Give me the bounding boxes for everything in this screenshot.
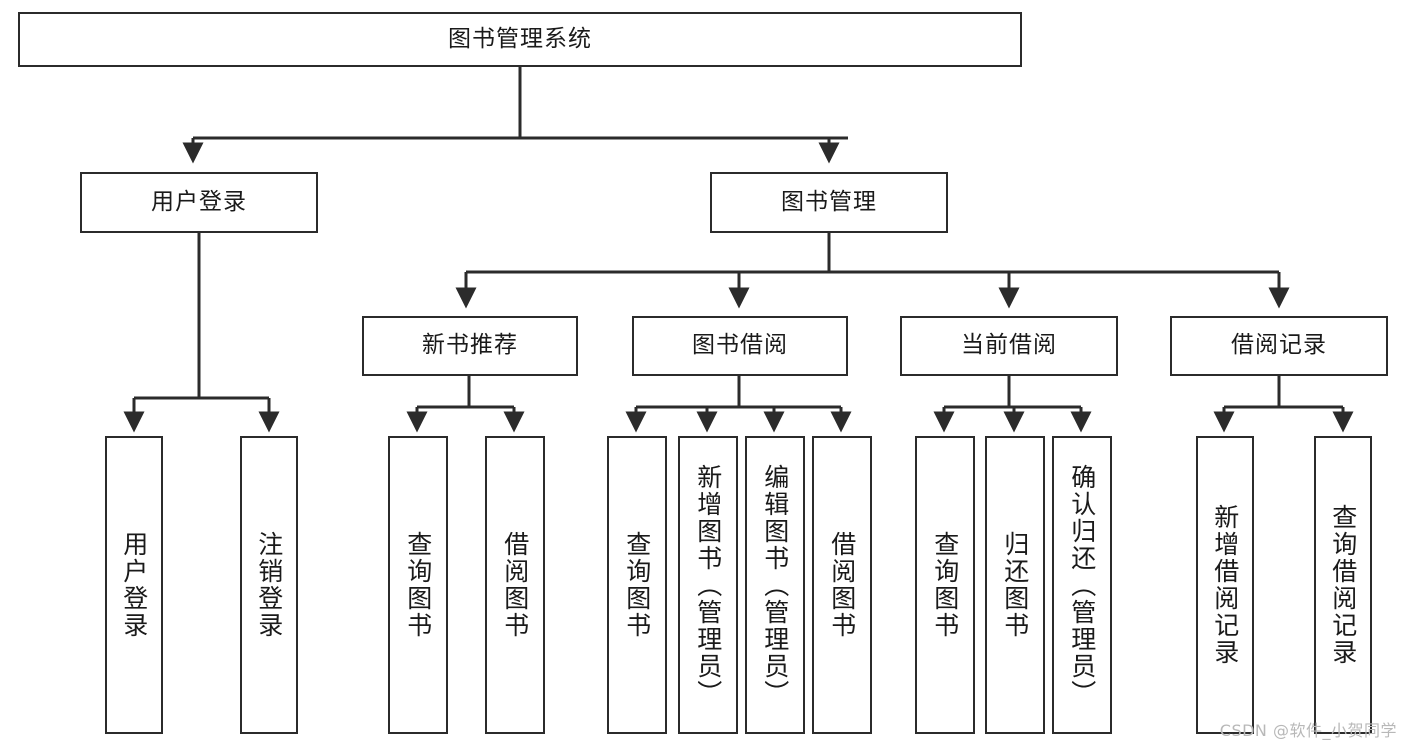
leaf-query-book-1-label: 查询图书 xyxy=(403,531,433,639)
leaf-borrow-book-1[interactable]: 借阅图书 xyxy=(485,436,545,734)
node-borrow-record-label: 借阅记录 xyxy=(1231,332,1327,359)
node-root[interactable]: 图书管理系统 xyxy=(18,12,1022,67)
leaf-add-record[interactable]: 新增借阅记录 xyxy=(1196,436,1254,734)
leaf-add-record-label: 新增借阅记录 xyxy=(1210,504,1240,666)
leaf-user-login[interactable]: 用户登录 xyxy=(105,436,163,734)
leaf-query-book-2-label: 查询图书 xyxy=(622,531,652,639)
csdn-watermark: CSDN @软件_小贺同学 xyxy=(1219,721,1397,740)
leaf-borrow-book-2[interactable]: 借阅图书 xyxy=(812,436,872,734)
node-book-manage-label: 图书管理 xyxy=(781,188,877,215)
leaf-query-book-3-label: 查询图书 xyxy=(930,531,960,639)
leaf-query-record-label: 查询借阅记录 xyxy=(1328,504,1358,666)
leaf-borrow-book-2-label: 借阅图书 xyxy=(827,531,857,639)
leaf-add-book[interactable]: 新增图书（管理员） xyxy=(678,436,738,734)
node-book-borrow[interactable]: 图书借阅 xyxy=(632,316,848,376)
leaf-query-book-3[interactable]: 查询图书 xyxy=(915,436,975,734)
leaf-query-book-1[interactable]: 查询图书 xyxy=(388,436,448,734)
leaf-user-login-label: 用户登录 xyxy=(119,531,149,639)
leaf-query-book-2[interactable]: 查询图书 xyxy=(607,436,667,734)
leaf-confirm-return-label: 确认归还（管理员） xyxy=(1067,463,1097,707)
node-book-manage[interactable]: 图书管理 xyxy=(710,172,948,233)
leaf-return-book[interactable]: 归还图书 xyxy=(985,436,1045,734)
leaf-logout-login-label: 注销登录 xyxy=(254,531,284,639)
node-borrow-record[interactable]: 借阅记录 xyxy=(1170,316,1388,376)
leaf-edit-book-label: 编辑图书（管理员） xyxy=(760,463,790,707)
node-new-book-recommend[interactable]: 新书推荐 xyxy=(362,316,578,376)
leaf-borrow-book-1-label: 借阅图书 xyxy=(500,531,530,639)
node-new-book-recommend-label: 新书推荐 xyxy=(422,332,518,359)
leaf-query-record[interactable]: 查询借阅记录 xyxy=(1314,436,1372,734)
node-current-borrow-label: 当前借阅 xyxy=(961,332,1057,359)
node-book-borrow-label: 图书借阅 xyxy=(692,332,788,359)
leaf-add-book-label: 新增图书（管理员） xyxy=(693,463,723,707)
node-user-login[interactable]: 用户登录 xyxy=(80,172,318,233)
node-root-label: 图书管理系统 xyxy=(448,25,592,52)
node-current-borrow[interactable]: 当前借阅 xyxy=(900,316,1118,376)
leaf-return-book-label: 归还图书 xyxy=(1000,531,1030,639)
leaf-logout-login[interactable]: 注销登录 xyxy=(240,436,298,734)
leaf-edit-book[interactable]: 编辑图书（管理员） xyxy=(745,436,805,734)
leaf-confirm-return[interactable]: 确认归还（管理员） xyxy=(1052,436,1112,734)
node-user-login-label: 用户登录 xyxy=(151,188,247,215)
